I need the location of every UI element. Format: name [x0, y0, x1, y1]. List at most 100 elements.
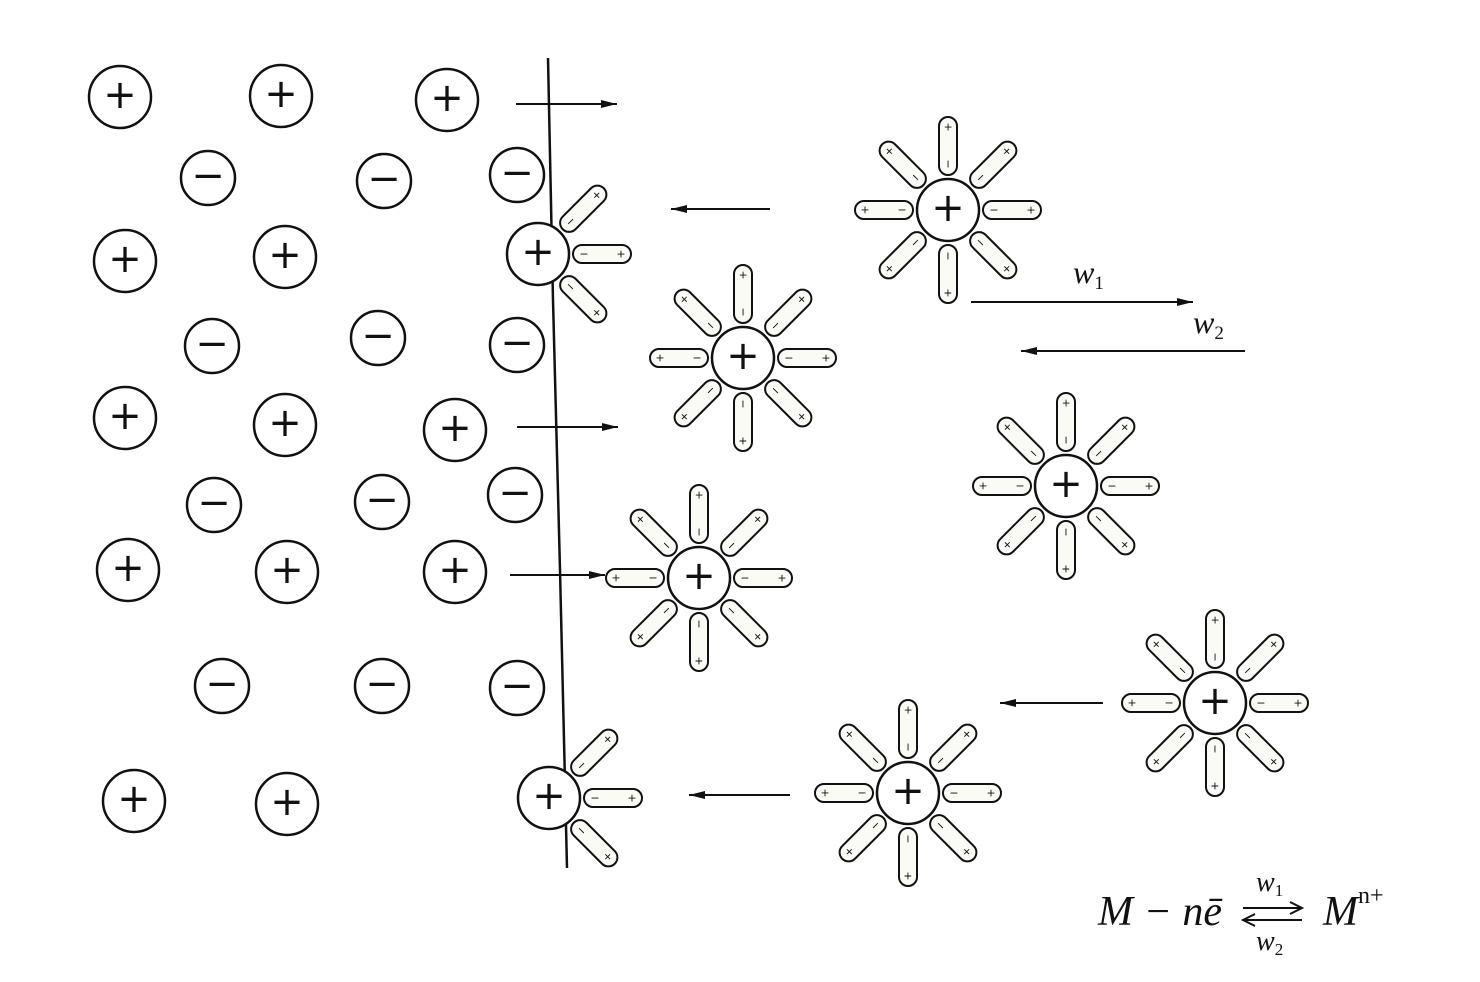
- lattice-anion: −: [185, 476, 243, 534]
- lattice-anion: −: [488, 316, 546, 374]
- dipole-negative-end: −: [1060, 527, 1073, 536]
- dipole-positive-end: +: [820, 787, 829, 800]
- water-dipole: −+: [1205, 737, 1225, 797]
- hydrated-cation-sign: +: [682, 553, 716, 599]
- anion-sign: −: [500, 150, 534, 196]
- hydrated-cation: −+−+−+−+−+−+−+−++: [854, 116, 1042, 304]
- dipole-positive-end: +: [986, 787, 995, 800]
- dipole-negative-end: −: [737, 399, 750, 408]
- dipole-positive-end: +: [1026, 204, 1035, 217]
- rate-label-w1: w1: [1073, 254, 1104, 294]
- lattice-cation: +: [87, 64, 153, 130]
- dipole-negative-end: −: [740, 572, 749, 585]
- water-dipole: −+: [764, 379, 813, 428]
- hydrated-cation: −+−+−+−+−+−+−+−++: [972, 392, 1160, 580]
- arrow-to-solution-head: [601, 100, 617, 108]
- water-dipole: −+: [572, 244, 632, 264]
- lattice-anion: −: [179, 149, 237, 207]
- hydrated-cation-sign: +: [726, 333, 760, 379]
- water-dipole: −+: [629, 508, 678, 557]
- cation-sign: +: [108, 393, 142, 439]
- water-dipole: −+: [673, 379, 722, 428]
- water-dipole: −+: [605, 568, 665, 588]
- lattice-cation: +: [95, 537, 161, 603]
- dipole-negative-end: −: [1060, 435, 1073, 444]
- dipole-negative-end: −: [1209, 744, 1222, 753]
- dipole-positive-end: +: [1127, 697, 1136, 710]
- water-dipole: −+: [1145, 724, 1194, 773]
- cation-sign: +: [268, 232, 302, 278]
- equation-backward-rate: w2: [1256, 926, 1283, 959]
- water-dipole: −+: [938, 244, 958, 304]
- water-dipole: −+: [1236, 724, 1285, 773]
- equation-lhs: M − nē: [1097, 889, 1223, 935]
- equation-forward-arrow: [1243, 901, 1305, 915]
- anion-sign: −: [498, 470, 532, 516]
- dipole-positive-end: +: [1209, 781, 1222, 790]
- dipole-positive-end: +: [627, 792, 636, 805]
- dipole-negative-end: −: [1256, 697, 1265, 710]
- surface-adsorbed-cation: −+−+−++: [505, 184, 632, 324]
- water-dipole: −+: [838, 814, 887, 863]
- cation-sign: +: [438, 405, 472, 451]
- anion-sign: −: [361, 313, 395, 359]
- water-dipole: −+: [649, 348, 709, 368]
- dipole-negative-end: −: [902, 834, 915, 843]
- arrow-to-metal-head: [689, 791, 705, 799]
- lattice-anion: −: [183, 317, 241, 375]
- water-dipole: −+: [929, 723, 978, 772]
- dissolution-equation: M − nē w1 w2 Mn+: [1097, 867, 1384, 959]
- lattice-anion: −: [355, 152, 413, 210]
- arrow-to-metal-head: [1000, 699, 1016, 707]
- water-dipole: −+: [733, 392, 753, 452]
- water-dipole: −+: [1121, 693, 1181, 713]
- lattice-cation: +: [422, 539, 488, 605]
- water-dipole: −+: [733, 568, 793, 588]
- dipole-negative-end: −: [942, 159, 955, 168]
- arrow-to-solution-head: [602, 423, 618, 431]
- water-dipole: −+: [878, 231, 927, 280]
- arrow-to-solution-head: [589, 571, 605, 579]
- water-dipole: −+: [996, 416, 1045, 465]
- lattice-cation: +: [101, 768, 167, 834]
- lattice-anion: −: [193, 657, 251, 715]
- lattice-cation: +: [92, 385, 158, 451]
- water-dipole: −+: [1056, 520, 1076, 580]
- ion-transfer-arrows: [510, 100, 1245, 799]
- equation-forward-rate: w1: [1256, 867, 1283, 900]
- dipole-negative-end: −: [693, 527, 706, 536]
- dipole-negative-end: −: [1209, 652, 1222, 661]
- water-dipole: −+: [733, 264, 753, 324]
- dipole-negative-end: −: [692, 352, 701, 365]
- dipole-negative-end: −: [784, 352, 793, 365]
- water-dipole: −+: [969, 231, 1018, 280]
- water-dipole: −+: [764, 288, 813, 337]
- anion-sign: −: [367, 156, 401, 202]
- cation-sign: +: [268, 400, 302, 446]
- dipole-positive-end: +: [777, 572, 786, 585]
- dipole-negative-end: −: [737, 307, 750, 316]
- anion-sign: −: [195, 321, 229, 367]
- cation-sign: +: [438, 547, 472, 593]
- dipole-negative-end: −: [989, 204, 998, 217]
- cation-sign: +: [117, 776, 151, 822]
- water-dipole: −+: [898, 699, 918, 759]
- lattice-cation: +: [252, 224, 318, 290]
- lattice-anion: −: [349, 309, 407, 367]
- anion-sign: −: [365, 477, 399, 523]
- hydrated-cation-sign: +: [891, 768, 925, 814]
- water-dipole: −+: [838, 723, 887, 772]
- cation-sign: +: [270, 779, 304, 825]
- hydrated-cation-sign: +: [931, 185, 965, 231]
- cation-sign: +: [111, 545, 145, 591]
- dipole-positive-end: +: [693, 656, 706, 665]
- dipole-positive-end: +: [902, 705, 915, 714]
- lattice-anion: −: [486, 466, 544, 524]
- water-dipole: −+: [969, 140, 1018, 189]
- water-dipole: −+: [982, 200, 1042, 220]
- dipole-positive-end: +: [1060, 398, 1073, 407]
- dipole-positive-end: +: [737, 436, 750, 445]
- lattice-anion: −: [488, 659, 546, 717]
- dipole-negative-end: −: [1164, 697, 1173, 710]
